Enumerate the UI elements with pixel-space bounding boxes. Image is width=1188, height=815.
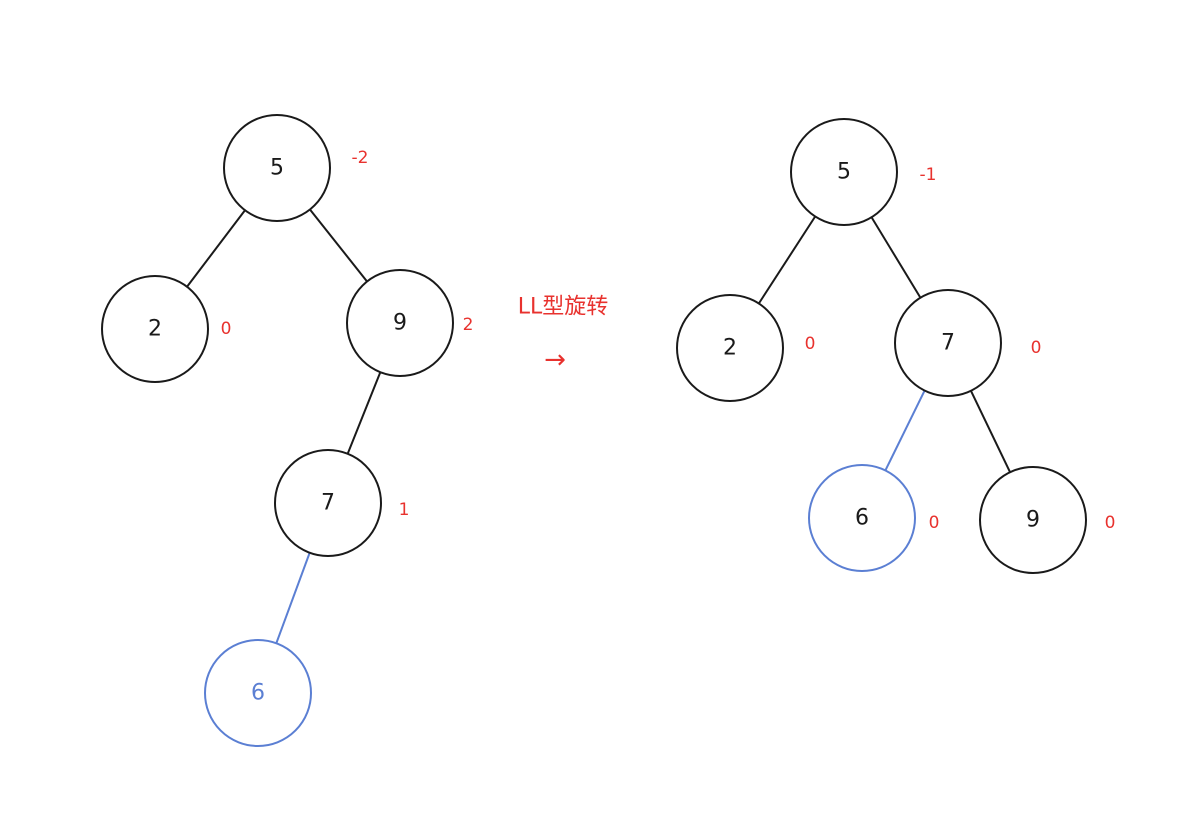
before-node-label-6: 6 [251,681,265,706]
after-balance-factor-7: 0 [1031,338,1042,358]
after-node-circle-9 [979,466,1087,574]
after-node-label-9: 9 [1026,508,1040,533]
before-node-label-9: 9 [393,311,407,336]
before-edge-b7-b6 [275,552,311,644]
before-node-circle-9 [346,269,454,377]
after-node-circle-2 [676,294,784,402]
before-node-circle-2 [101,275,209,383]
before-edge-b5-b9 [309,208,368,283]
after-node-circle-6 [808,464,916,572]
after-node-label-6: 6 [855,506,869,531]
after-node-5: 5 -1 [790,118,937,226]
rotation-arrow: → [544,345,566,375]
before-node-circle-7 [274,449,382,557]
after-node-label-7: 7 [941,331,955,356]
before-balance-factor-5: -2 [352,148,369,168]
edges-layer [186,208,1011,644]
before-node-label-7: 7 [321,491,335,516]
after-node-circle-7 [894,289,1002,397]
before-node-label-2: 2 [148,317,162,342]
after-edge-a7-a6 [884,390,926,471]
before-node-6: 6 [204,639,312,747]
after-balance-factor-9: 0 [1105,513,1116,533]
before-edge-b9-b7 [346,371,382,455]
after-edge-a5-a2 [757,215,817,305]
before-balance-factor-9: 2 [463,315,474,335]
before-node-label-5: 5 [270,156,284,181]
after-balance-factor-2: 0 [805,334,816,354]
after-node-label-5: 5 [837,160,851,185]
after-balance-factor-6: 0 [929,513,940,533]
before-edge-b5-b2 [186,209,246,288]
before-node-5: 5 -2 [223,114,369,222]
after-node-label-2: 2 [723,336,737,361]
after-edge-a7-a9 [970,390,1011,473]
before-balance-factor-7: 1 [399,500,410,520]
before-balance-factor-2: 0 [221,319,232,339]
after-balance-factor-5: -1 [920,165,937,185]
after-edge-a5-a7 [870,216,922,299]
before-node-circle-6 [204,639,312,747]
rotation-caption: LL型旋转 [518,295,609,320]
before-node-circle-5 [223,114,331,222]
after-node-circle-5 [790,118,898,226]
